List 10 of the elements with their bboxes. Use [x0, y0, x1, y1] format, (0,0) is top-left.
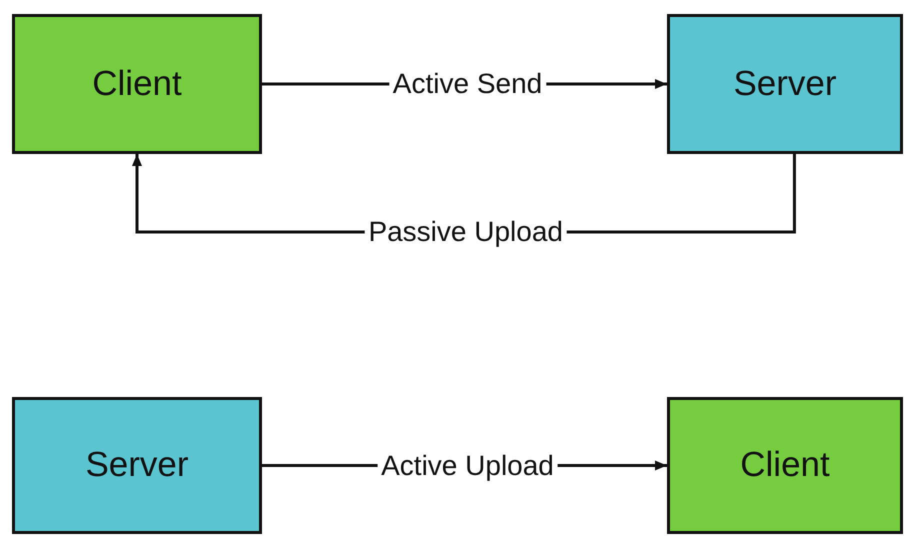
box-label: Server	[85, 444, 189, 486]
box-label: Server	[733, 62, 837, 105]
edge-label: Active Upload	[377, 452, 558, 480]
process-box	[667, 14, 903, 154]
box-label: Client	[92, 62, 182, 105]
box-label: Client	[740, 444, 830, 486]
process-box	[12, 397, 262, 534]
edge-label: Passive Upload	[364, 218, 567, 246]
process-box	[667, 397, 903, 534]
process-box	[12, 14, 262, 154]
